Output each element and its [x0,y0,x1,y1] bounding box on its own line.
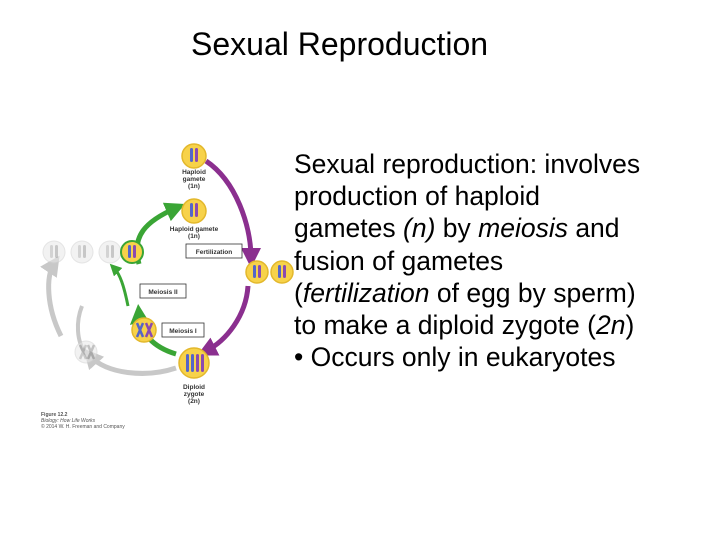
slide-title: Sexual Reproduction [191,26,489,62]
caption-line-2: Biology: How Life Works [41,418,96,424]
meiosis-2-cells-left [42,240,122,264]
meiosis-2-label: Meiosis II [148,289,177,296]
haploid-label-line1: Haploid [182,169,206,176]
haploid-gamete-middle-cell [181,198,207,224]
haploid-label-line2: gamete [183,176,206,183]
body-line-2: production of haploid [294,181,541,212]
meiosis-2-cell-green [120,240,144,264]
meiosis-1-label-box [161,322,205,338]
fertilization-label-box [185,243,243,259]
haploid-label-line3: (1n) [188,183,200,190]
meiosis-2-label-box [139,283,187,299]
haploid-gamete-top-cell [181,143,207,169]
haploid-gamete-label-line2: (1n) [188,233,200,240]
gray-arrow-to-left-cells [40,255,64,338]
figure-caption: Figure 12.2 Biology: How Life Works © 20… [41,412,125,430]
diploid-label-line2: zygote [184,391,205,398]
haploid-gamete-label-line1: Haploid gamete [170,226,219,233]
sexual-reproduction-cycle-diagram: Haploid gamete (1n) Haploid gamete (1n) … [40,143,294,405]
green-arrow-to-left-cells [109,263,130,307]
gray-arrow-bottom [83,348,177,376]
diploid-label-line1: Diploid [183,384,205,391]
diploid-zygote-cell [178,347,210,379]
fertilization-label: Fertilization [196,249,233,256]
caption-line-1: Figure 12.2 [41,412,68,418]
diploid-label-line3: (2n) [188,398,200,405]
body-line-5: (fertilization of egg by sperm) [294,277,636,308]
meiosis-1-label: Meiosis I [169,328,197,335]
body-line-7: • Occurs only in eukaryotes [294,342,616,373]
body-line-6: to make a diploid zygote (2n) [294,310,635,341]
meiosis-1-cell [131,317,157,343]
meiosis-1-cell-left-gray [74,340,98,364]
caption-line-3: © 2014 W. H. Freeman and Company [41,424,125,430]
body-line-4: fusion of gametes [294,245,504,276]
fertilization-cells [245,260,294,284]
body-line-3: gametes (n) by meiosis and [294,213,620,244]
purple-arrow-gamete-to-fertilization [204,158,261,268]
slide-body-text: Sexual reproduction: involves production… [294,148,718,373]
body-line-1: Sexual reproduction: involves [294,149,641,179]
purple-arrow-fertilization-to-zygote [197,285,251,356]
